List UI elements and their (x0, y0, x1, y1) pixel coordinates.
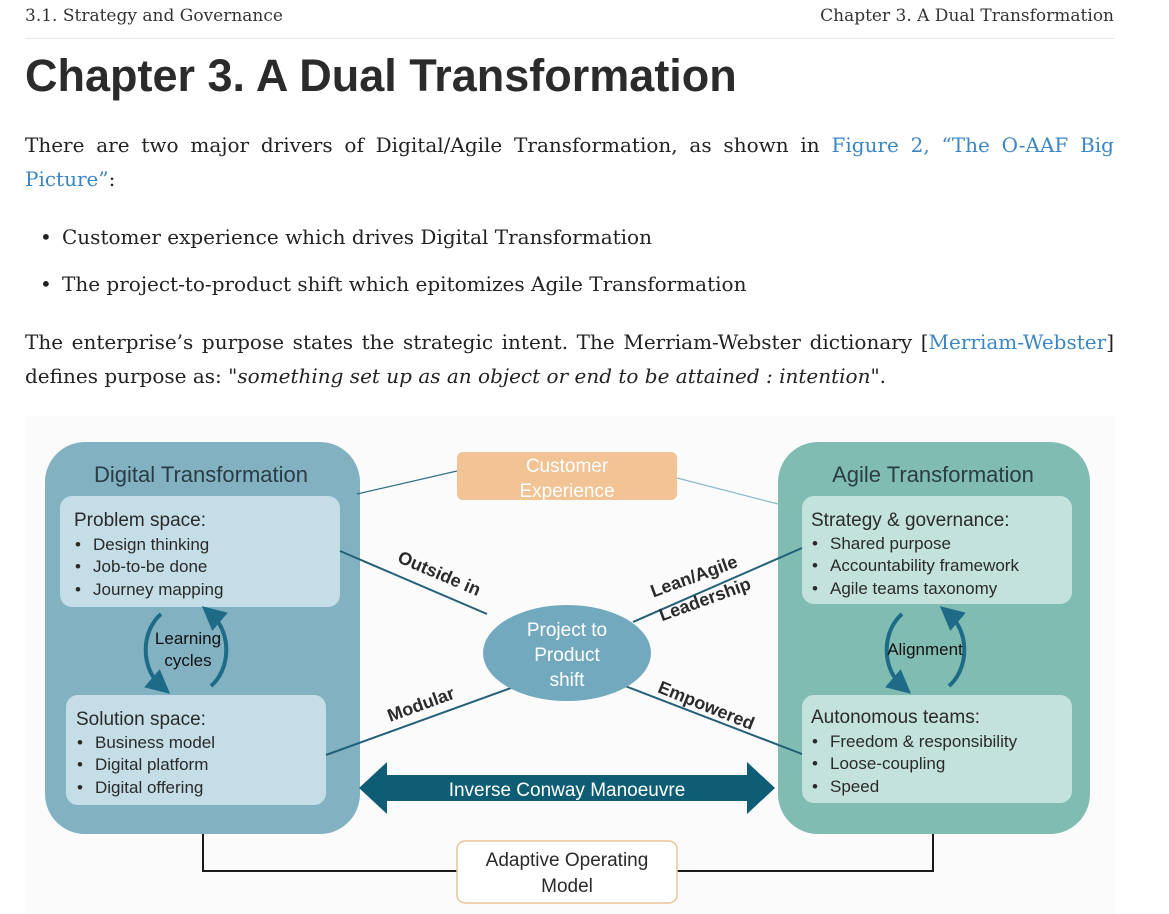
page-title: Chapter 3. A Dual Transformation (25, 50, 737, 101)
list-bullet: • (75, 557, 81, 576)
center-label-line3: shift (550, 670, 586, 691)
list-item: Accountability framework (830, 556, 1019, 575)
merriam-webster-link[interactable]: Merriam-Webster (928, 330, 1107, 354)
list-bullet: • (812, 579, 818, 598)
alignment-arrow-right (939, 606, 967, 688)
list-item: Digital offering (95, 778, 203, 797)
digital-transformation-title: Digital Transformation (94, 462, 308, 487)
section-breadcrumb: 3.1. Strategy and Governance (25, 6, 283, 26)
learning-cycles-line2: cycles (164, 651, 211, 670)
list-item: Business model (95, 733, 215, 752)
list-item: Digital platform (95, 755, 208, 774)
intro-paragraph: There are two major drivers of Digital/A… (25, 128, 1114, 196)
list-bullet: • (77, 755, 83, 774)
autonomous-teams-box (802, 695, 1072, 803)
list-item: Journey mapping (93, 580, 223, 599)
alignment-label: Alignment (887, 640, 963, 659)
customer-label-line2: Experience (519, 481, 614, 502)
project-to-product-ellipse (483, 605, 651, 701)
learning-cycle-arrow-left (143, 612, 171, 694)
list-item: Agile teams taxonomy (830, 579, 998, 598)
problem-space-box (60, 496, 340, 607)
list-bullet: • (77, 778, 83, 797)
list-bullet: • (812, 777, 818, 796)
problem-space-title: Problem space: (74, 510, 206, 531)
modular-line (325, 687, 512, 756)
alignment-cycle-icon (884, 606, 967, 694)
chapter-header: Chapter 3. A Dual Transformation (820, 6, 1114, 26)
list-item: Design thinking (93, 535, 209, 554)
list-bullet: • (812, 556, 818, 575)
list-item: Speed (830, 777, 879, 796)
list-item: Job-to-be done (93, 557, 207, 576)
solution-space-list: • Business model • Digital platform • Di… (77, 733, 215, 797)
center-label-line2: Product (534, 645, 600, 666)
list-bullet: • (812, 732, 818, 751)
autonomous-teams-title: Autonomous teams: (811, 707, 980, 728)
customer-label-line1: Customer (526, 456, 609, 477)
list-item: The project-to-product shift which epito… (40, 267, 746, 314)
dual-transformation-figure: Digital Transformation Agile Transformat… (25, 416, 1115, 914)
inverse-conway-label: Inverse Conway Manoeuvre (449, 780, 686, 801)
list-item: Freedom & responsibility (830, 732, 1018, 751)
list-bullet: • (812, 754, 818, 773)
center-label-line1: Project to (527, 620, 607, 641)
learning-cycles-line1: Learning (155, 629, 221, 648)
list-item: Shared purpose (830, 534, 951, 553)
strategy-governance-title: Strategy & governance: (811, 510, 1010, 531)
alignment-arrow-left (884, 612, 912, 694)
purpose-quote: something set up as an object or end to … (237, 364, 871, 388)
purpose-end-text: ". (870, 364, 887, 388)
list-item: Customer experience which drives Digital… (40, 220, 746, 267)
outside-in-line (339, 550, 488, 615)
model-bracket-left (202, 828, 457, 872)
figure-diagram: Digital Transformation Agile Transformat… (25, 416, 1115, 914)
purpose-paragraph: The enterprise’s purpose states the stra… (25, 325, 1114, 393)
learning-cycle-arrow-right (201, 606, 229, 688)
customer-link-left (356, 470, 458, 495)
list-bullet: • (77, 733, 83, 752)
adaptive-operating-model-box (456, 840, 678, 904)
model-label-line1: Adaptive Operating (486, 850, 649, 871)
inverse-conway-arrow (359, 762, 775, 814)
strategy-governance-box (802, 496, 1072, 604)
list-bullet: • (812, 534, 818, 553)
customer-link-right (676, 477, 779, 505)
autonomous-teams-list: • Freedom & responsibility • Loose-coupl… (812, 732, 1018, 796)
drivers-list: Customer experience which drives Digital… (40, 220, 746, 314)
list-bullet: • (75, 535, 81, 554)
learning-cycles-icon (143, 606, 229, 694)
strategy-governance-list: • Shared purpose • Accountability framew… (812, 534, 1019, 598)
model-label-line2: Model (541, 876, 593, 897)
agile-transformation-title: Agile Transformation (832, 462, 1034, 487)
list-bullet: • (75, 580, 81, 599)
lean-agile-line (632, 547, 803, 623)
intro-text: There are two major drivers of Digital/A… (25, 133, 832, 157)
running-header: 3.1. Strategy and Governance Chapter 3. … (25, 4, 1114, 39)
intro-colon: : (108, 167, 116, 191)
customer-experience-box (457, 452, 677, 500)
figure-link[interactable]: Figure 2, “The O-AAF Big Picture” (25, 133, 1114, 191)
problem-space-list: • Design thinking • Job-to-be done • Jou… (75, 535, 223, 599)
solution-space-title: Solution space: (76, 709, 206, 730)
purpose-text: The enterprise’s purpose states the stra… (25, 330, 929, 354)
model-bracket-right (677, 828, 934, 872)
solution-space-box (66, 695, 326, 805)
purpose-middle-text: ] defines purpose as: " (25, 330, 1114, 388)
empowered-line (624, 685, 803, 755)
list-item: Loose-coupling (830, 754, 945, 773)
